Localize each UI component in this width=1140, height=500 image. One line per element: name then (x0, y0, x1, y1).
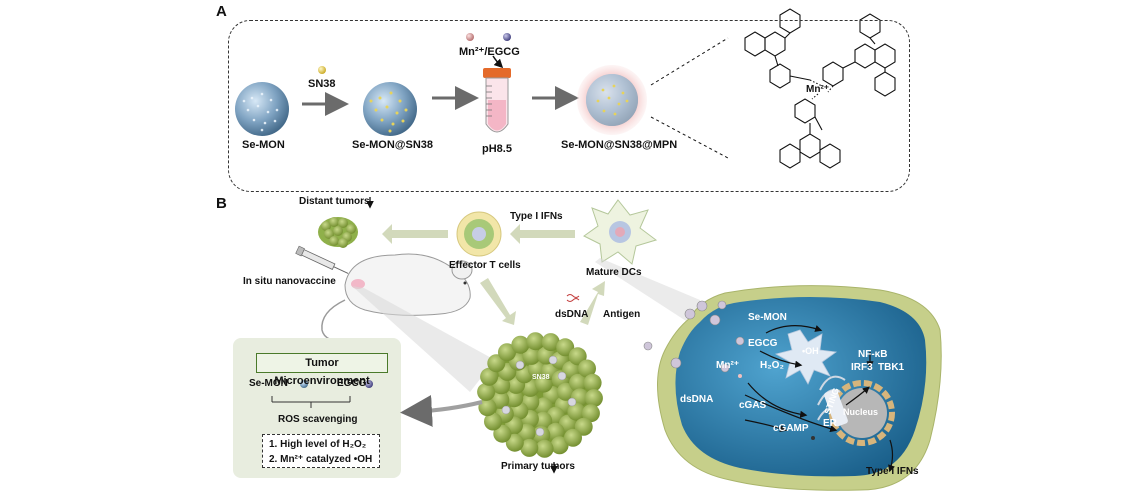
panel-a-frame (228, 20, 910, 192)
cell-cgamp-label: cGAMP (773, 423, 809, 434)
cell-irf3-label: IRF3 (851, 362, 873, 373)
tumor-cell-sphere (534, 411, 553, 430)
tumor-cell-sphere (581, 404, 600, 423)
mpn-chemical-structure (744, 8, 896, 169)
type1-ifns-top-label: Type I IFNs (510, 211, 563, 222)
tumor-cell-sphere (568, 347, 587, 366)
se-mon-legend-icon (300, 380, 308, 388)
tumor-cell-sphere (546, 422, 565, 441)
cell-type1-ifns-label: Type I IFNs (866, 466, 919, 477)
panel-b-letter: B (216, 195, 227, 212)
mn-dot-icon (738, 374, 742, 378)
cell-h2o2-label: H₂O₂ (760, 360, 784, 371)
tumor-cell-sphere (498, 343, 516, 362)
tme-egcg-label: EGCG (337, 378, 367, 389)
primary-tumor-cluster (477, 332, 603, 458)
cell-nfkb-label: NF-κB (858, 349, 888, 360)
tumor-cell-sphere (564, 428, 582, 447)
sn38-tumor-label: SN38 (532, 374, 550, 381)
tumor-cell-sphere (583, 373, 602, 392)
egcg-icon (503, 33, 511, 41)
tumor-cell-sphere (526, 332, 545, 351)
tumor-cell-sphere (567, 402, 586, 421)
tumor-cell-sphere (478, 398, 497, 417)
se-mon-sn38-sphere (363, 82, 417, 136)
dsdna-left-label: dsDNA (555, 309, 589, 320)
cell-dsdna-label: dsDNA (680, 394, 714, 405)
se-mon-sn38-mpn-label: Se-MON@SN38@MPN (561, 139, 678, 151)
cell-nucleus-label: Nucleus (843, 407, 879, 417)
tumor-cell-sphere (493, 424, 512, 443)
tumor-cell-sphere (541, 333, 560, 352)
effector-t-cells-label: Effector T cells (449, 260, 521, 271)
ros-scavenging-label: ROS scavenging (278, 414, 358, 425)
cell-cgas-label: cGAS (739, 400, 767, 411)
cell-egcg-label: EGCG (748, 338, 778, 349)
arrow-dc-to-tcell (510, 224, 575, 244)
mn-center-label: Mn²⁺ (806, 84, 830, 95)
egcg-legend-icon (365, 380, 373, 388)
mouse-illustration (295, 245, 473, 344)
cell-er-label: ER (823, 418, 837, 429)
cell-oh-label: •OH (802, 346, 819, 356)
antigen-label: Antigen (603, 309, 641, 320)
sting-receptor (824, 389, 848, 427)
tumor-cell-sphere (511, 335, 530, 354)
arrow-tcell-to-distant (382, 224, 448, 244)
cell-se-mon-label: Se-MON (748, 312, 787, 323)
tumor-cell-sphere (584, 389, 603, 408)
tumor-cell (657, 285, 942, 491)
distant-tumors-label: Distant tumors (299, 196, 370, 207)
tumor-cell-sphere (535, 439, 554, 458)
se-mon-label: Se-MON (242, 139, 285, 151)
arrow-tumor-to-tme (400, 394, 483, 427)
zoom-beam-mouse (352, 286, 495, 392)
in-situ-nanovaccine-label: In situ nanovaccine (243, 276, 336, 287)
se-mon-sn38-mpn-sphere (577, 65, 647, 135)
primary-tumors-label: Primary tumors (501, 461, 575, 472)
mn-ion-icon (466, 33, 474, 41)
tme-item-1: 1. High level of H₂O₂ (269, 439, 367, 450)
tumor-cell-sphere (550, 436, 569, 455)
sn38-particle-icon (318, 66, 326, 74)
arrow-tcell-to-primary (480, 278, 516, 325)
tumor-cell-sphere (484, 412, 502, 431)
tumor-cell-sphere (556, 382, 575, 401)
sn38-label: SN38 (308, 78, 336, 90)
panel-a-letter: A (216, 3, 227, 20)
tme-se-mon-label: Se-MON (249, 378, 288, 389)
se-mon-sn38-label: Se-MON@SN38 (352, 139, 434, 151)
tme-list: 1. High level of H₂O₂ 2. Mn²⁺ catalyzed … (262, 434, 380, 468)
tumor-cell-sphere (569, 373, 588, 392)
tme-item-2: 2. Mn²⁺ catalyzed •OH (269, 454, 373, 465)
tumor-cell-sphere (520, 438, 539, 457)
cell-tbk1-label: TBK1 (878, 362, 905, 373)
tumor-cell-sphere (522, 346, 541, 365)
oh-burst-icon (774, 329, 838, 385)
cell-mn-label: Mn²⁺ (716, 360, 740, 371)
tumor-cell-sphere (578, 359, 596, 378)
tumor-cell-sphere (480, 367, 499, 386)
mature-dc-cell (583, 199, 658, 265)
nanoparticle-vesicles (643, 341, 682, 369)
arrow-primary-to-dc (580, 281, 605, 325)
tme-title: Tumor Microenvironment (256, 353, 388, 387)
mature-dcs-label: Mature DCs (586, 267, 642, 278)
se-mon-sphere (235, 82, 289, 136)
dsdna-icon (566, 294, 580, 302)
distant-tumor-cluster (318, 217, 358, 248)
zoom-line-bottom (650, 116, 729, 159)
curved-arrow-icon (492, 55, 504, 69)
tumor-cell-sphere (505, 389, 524, 408)
mn-egcg-label: Mn²⁺/EGCG (459, 46, 520, 58)
zoom-beam-cell (595, 258, 700, 330)
effector-t-cell (456, 211, 502, 257)
ph-label: pH8.5 (482, 143, 512, 155)
test-tube (483, 68, 511, 133)
tumor-cell-sphere (556, 338, 575, 357)
tumor-cell-sphere (505, 433, 524, 452)
tumor-cell-sphere (477, 382, 496, 401)
cgamp-dot-icon (811, 436, 815, 440)
